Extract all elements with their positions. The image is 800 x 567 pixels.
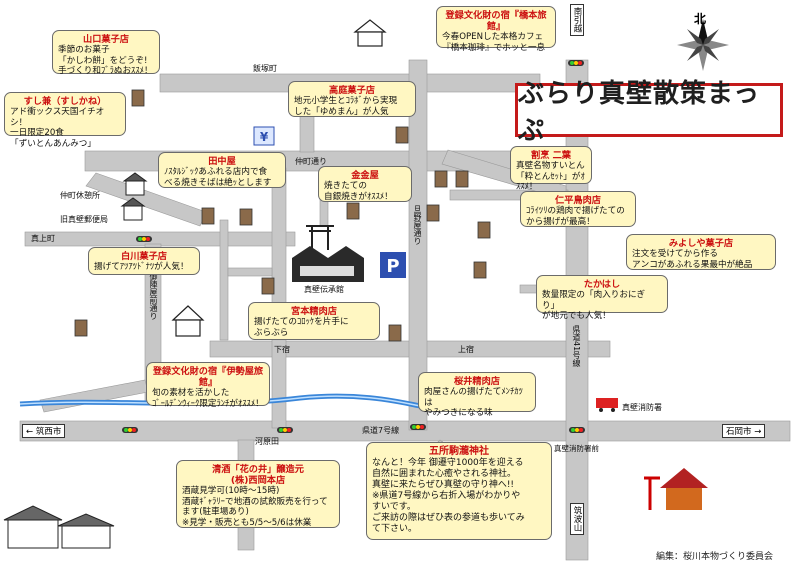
callout-body: なんと！今年 御遷守1000年を迎える 自然に囲まれた心癒やされる神社。 真壁に… <box>372 458 525 534</box>
callout-body: ｺﾗｲﾂﾘの鶏肉で揚げたての から揚げが最高！ <box>526 206 625 227</box>
callout-body: 焼きたての 自銀焼きがｵｽｽﾒ！ <box>324 181 393 202</box>
callout-goshorikoma: 五所駒瀧神社 なんと！今年 御遷守1000年を迎える 自然に囲まれた心癒やされる… <box>366 442 552 540</box>
callout-title: 割烹 二葉 <box>531 150 571 161</box>
road-sign-tsukubasan: 筑波山 <box>570 503 584 535</box>
callout-body: 季節のお菓子 「かしわ餅」をどうぞ! 手づくり和ﾌﾞﾗぬおｽｽﾒ！ <box>58 45 153 77</box>
road-label-oshima: 御陣屋前通り <box>149 272 158 320</box>
sake-brewery-icon <box>3 505 115 549</box>
road-sign-chikuseishi: ← 筑西市 <box>22 424 66 438</box>
road-label-nakadori: 仲町通り <box>295 157 327 166</box>
torii-icon <box>306 225 334 250</box>
bank-icon: ¥ <box>253 126 275 146</box>
callout-body: 地元小学生とｺﾗﾎﾞから実現 した「ゆめまん」が人気 <box>294 96 398 117</box>
road-label-fire-cross: 真壁消防署前 <box>554 444 599 453</box>
shop-icons <box>74 89 491 342</box>
callout-title: 田中屋 <box>208 156 236 167</box>
parking-icon: P <box>380 252 406 278</box>
diagonal-road-west <box>39 379 149 413</box>
callout-body: ﾉｽﾀﾙｼﾞｯｸあふれる店内で食 べる焼きそばは絶ｯとします <box>164 167 272 188</box>
callout-title: 五所駒瀧神社 <box>429 446 489 457</box>
place-fire-station: 真壁消防署 <box>622 403 662 412</box>
callout-body: アド衝ックス天国イチオシ！ 一日限定20食 「ずいとんあんみつ」 <box>10 107 105 149</box>
denshokan-building-icon <box>292 246 364 282</box>
svg-text:¥: ¥ <box>260 130 269 144</box>
callout-tanakaya: 田中屋 ﾉｽﾀﾙｼﾞｯｸあふれる店内で食 べる焼きそばは絶ｯとします <box>158 152 286 188</box>
river-edge <box>19 395 421 407</box>
ryokan-icon <box>171 19 387 337</box>
place-denshokan: 真壁伝承館 <box>304 285 344 294</box>
shrine-icon <box>644 468 708 510</box>
callout-body: 今春OPENした本格カフェ 『橋本珈琲』でホッと一息 <box>442 32 546 53</box>
callout-title: 登録文化財の宿『橋本旅館』 <box>445 10 547 33</box>
callout-title: 白川菓子店 <box>121 251 167 262</box>
road-label-kamijuku: 上宿 <box>458 345 474 354</box>
callout-body: 揚げたてのｺﾛｯｹを片手に ぶらぶら <box>254 317 349 338</box>
map-title-box: ぶらり真壁散策まっぷ <box>515 79 783 146</box>
place-old-post: 旧真壁郵便局 <box>60 215 108 224</box>
callout-sake: 清酒「花の井」醸造元 (株)西岡本店 酒蔵見学可(10時〜15時) 酒蔵ｷﾞｬﾗ… <box>176 460 340 528</box>
callout-sushi: すし兼（すしかね） アド衝ックス天国イチオシ！ 一日限定20食 「ずいとんあんみ… <box>4 92 126 149</box>
callout-title: 桜井精肉店 <box>454 376 500 387</box>
callout-title: 高庭菓子店 <box>329 85 375 96</box>
road-label-kenmado41: 県道41号線 <box>572 325 581 368</box>
callout-title: すし兼（すしかね） <box>23 96 107 107</box>
fire-truck-icon <box>596 398 618 412</box>
callout-title: みよしや菓子店 <box>668 238 734 249</box>
road-label-kawaharada: 河原田 <box>255 437 279 446</box>
callout-kappo: 割烹 二葉 真壁名物すいとん 「粋とんｾｯﾄ」がｵｽｽﾒ！ <box>510 146 592 192</box>
road-label-shimojuku: 下宿 <box>274 345 290 354</box>
callout-body: 数量限定の「肉入りおにぎり」 が地元でも人気！ <box>542 290 646 322</box>
callout-body: 注文を受けてから作る アンコがあふれる果最中が絶品 <box>632 249 753 270</box>
road-label-hiyoshi: 飯塚町 <box>253 64 277 73</box>
diagonal-road <box>85 172 207 227</box>
callout-shirakawa: 白川菓子店 揚げてｱﾂｱﾂﾄﾞﾅﾂが人気！ <box>88 247 200 275</box>
north-label: 北 <box>694 12 707 26</box>
callout-hashimoto: 登録文化財の宿『橋本旅館』 今春OPENした本格カフェ 『橋本珈琲』でホッと一息 <box>436 6 556 53</box>
callout-title: 金金屋 <box>351 170 379 181</box>
callout-yamaguchi: 山口菓子店 季節のお菓子 「かしわ餅」をどうぞ! 手づくり和ﾌﾞﾗぬおｽｽﾒ！ <box>52 30 160 77</box>
callout-title: 清酒「花の井」醸造元 (株)西岡本店 <box>212 464 304 487</box>
callout-title: 山口菓子店 <box>83 34 129 45</box>
callout-miyoshiya: みよしや菓子店 注文を受けてから作る アンコがあふれる果最中が絶品 <box>626 234 776 270</box>
callout-title: 仁平鳥肉店 <box>555 195 601 206</box>
road-label-kamidoubashi: 旦野屋通り <box>413 205 422 245</box>
road-label-kamiue: 真上町 <box>31 234 55 243</box>
map-title: ぶらり真壁散策まっぷ <box>518 79 760 146</box>
callout-takase: 高庭菓子店 地元小学生とｺﾗﾎﾞから実現 した「ゆめまん」が人気 <box>288 81 416 117</box>
callout-kinkin: 金金屋 焼きたての 自銀焼きがｵｽｽﾒ！ <box>318 166 412 202</box>
traffic-light-icons <box>122 60 585 433</box>
callout-miyamoto: 宮本精肉店 揚げたてのｺﾛｯｹを片手に ぶらぶら <box>248 302 380 340</box>
callout-body: 旬の素材を活かした ｺﾞｰﾙﾃﾞﾝｳｨｰｸ限定ﾗﾝﾁがｵｽｽﾒ！ <box>152 388 264 409</box>
road-sign-minamidori: 南引越 <box>570 4 584 36</box>
road-label-kenrun7: 県道7号線 <box>362 426 400 435</box>
callout-body: 酒蔵見学可(10時〜15時) 酒蔵ｷﾞｬﾗﾘｰで地酒の試飲販売を行って ます(駐… <box>182 486 328 528</box>
callout-body: 肉屋さんの揚げたてﾒﾝﾁｶﾂは やみつきになる味 <box>424 387 523 419</box>
callout-takahashi: たかはし 数量限定の「肉入りおにぎり」 が地元でも人気！ <box>536 275 668 321</box>
callout-nihei: 仁平鳥肉店 ｺﾗｲﾂﾘの鶏肉で揚げたての から揚げが最高！ <box>520 191 636 227</box>
credit-text: 編集：桜川本物づくり委員会 <box>656 552 774 562</box>
callout-title: 宮本精肉店 <box>291 306 337 317</box>
svg-text:P: P <box>386 256 399 277</box>
post-office-icon <box>120 172 148 221</box>
callout-body: 揚げてｱﾂｱﾂﾄﾞﾅﾂが人気！ <box>94 262 189 273</box>
callout-isaya: 登録文化財の宿『伊勢屋旅館』 旬の素材を活かした ｺﾞｰﾙﾃﾞﾝｳｨｰｸ限定ﾗﾝ… <box>146 362 270 409</box>
callout-body: 真壁名物すいとん 「粋とんｾｯﾄ」がｵｽｽﾒ！ <box>516 161 585 193</box>
place-nakamachi-rest: 仲町休憩所 <box>60 191 100 200</box>
north-compass-icon <box>677 19 729 71</box>
road-sign-ishiokashi: 石岡市 → <box>722 424 766 438</box>
callout-title: たかはし <box>583 279 621 290</box>
callout-sakurai: 桜井精肉店 肉屋さんの揚げたてﾒﾝﾁｶﾂは やみつきになる味 <box>418 372 536 418</box>
callout-title: 登録文化財の宿『伊勢屋旅館』 <box>152 366 264 389</box>
